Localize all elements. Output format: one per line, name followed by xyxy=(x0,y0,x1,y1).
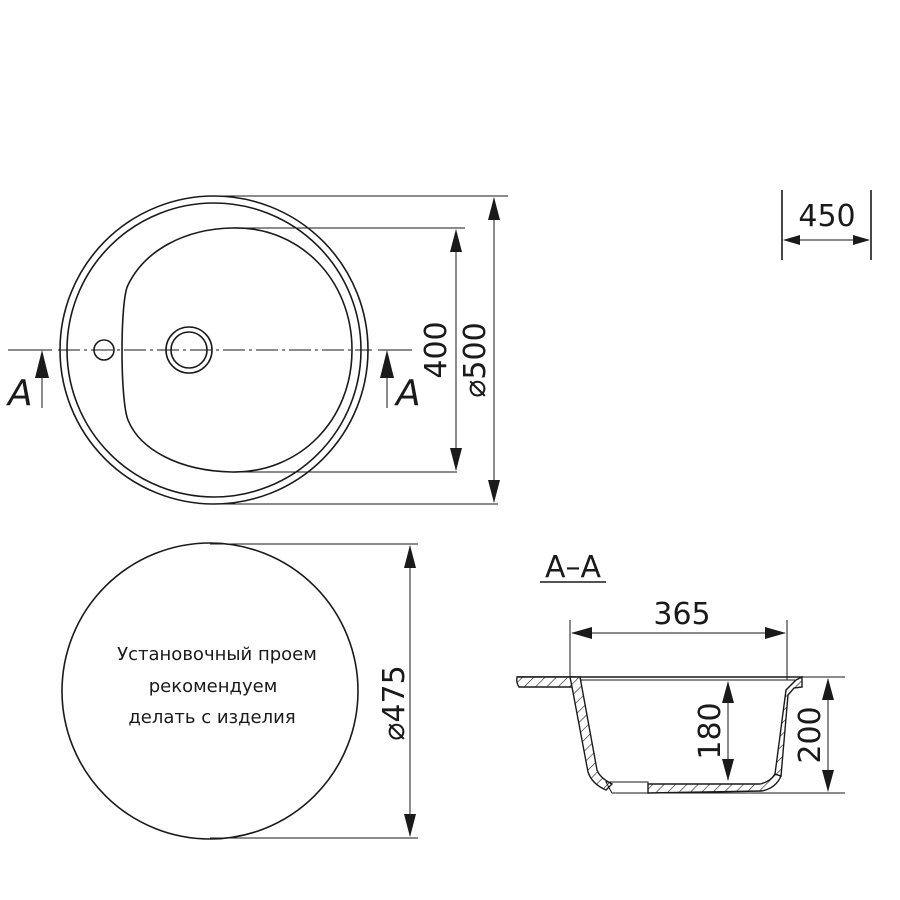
dim-label-475: ⌀475 xyxy=(377,665,412,740)
dim-label-180: 180 xyxy=(693,702,728,759)
top-view: A A 400 ⌀500 xyxy=(6,195,508,505)
section-title: A–A xyxy=(545,550,602,585)
cabinet-dimension: 450 xyxy=(781,190,872,260)
dim-label-200: 200 xyxy=(793,706,828,763)
section-marker-right: A xyxy=(380,350,421,414)
cutout-note-line-3: делать с изделия xyxy=(128,707,295,728)
section-marker-left-label: A xyxy=(6,373,33,414)
cutout-note-line-2: рекомендуем xyxy=(149,676,278,697)
section-view: A–A 365 180 200 xyxy=(516,550,845,794)
sink-bowl-outline xyxy=(121,227,353,473)
dim-label-400: 400 xyxy=(419,321,454,378)
cutout-circle xyxy=(61,542,359,840)
cutout-view: Установочный проем рекомендуем делать с … xyxy=(61,542,418,840)
dim-label-500: ⌀500 xyxy=(458,322,493,397)
section-marker-right-label: A xyxy=(394,373,421,414)
dim-label-450: 450 xyxy=(798,199,855,234)
cutout-note-line-1: Установочный проем xyxy=(117,644,317,665)
dim-label-365: 365 xyxy=(653,597,710,632)
section-marker-left: A xyxy=(6,350,49,414)
